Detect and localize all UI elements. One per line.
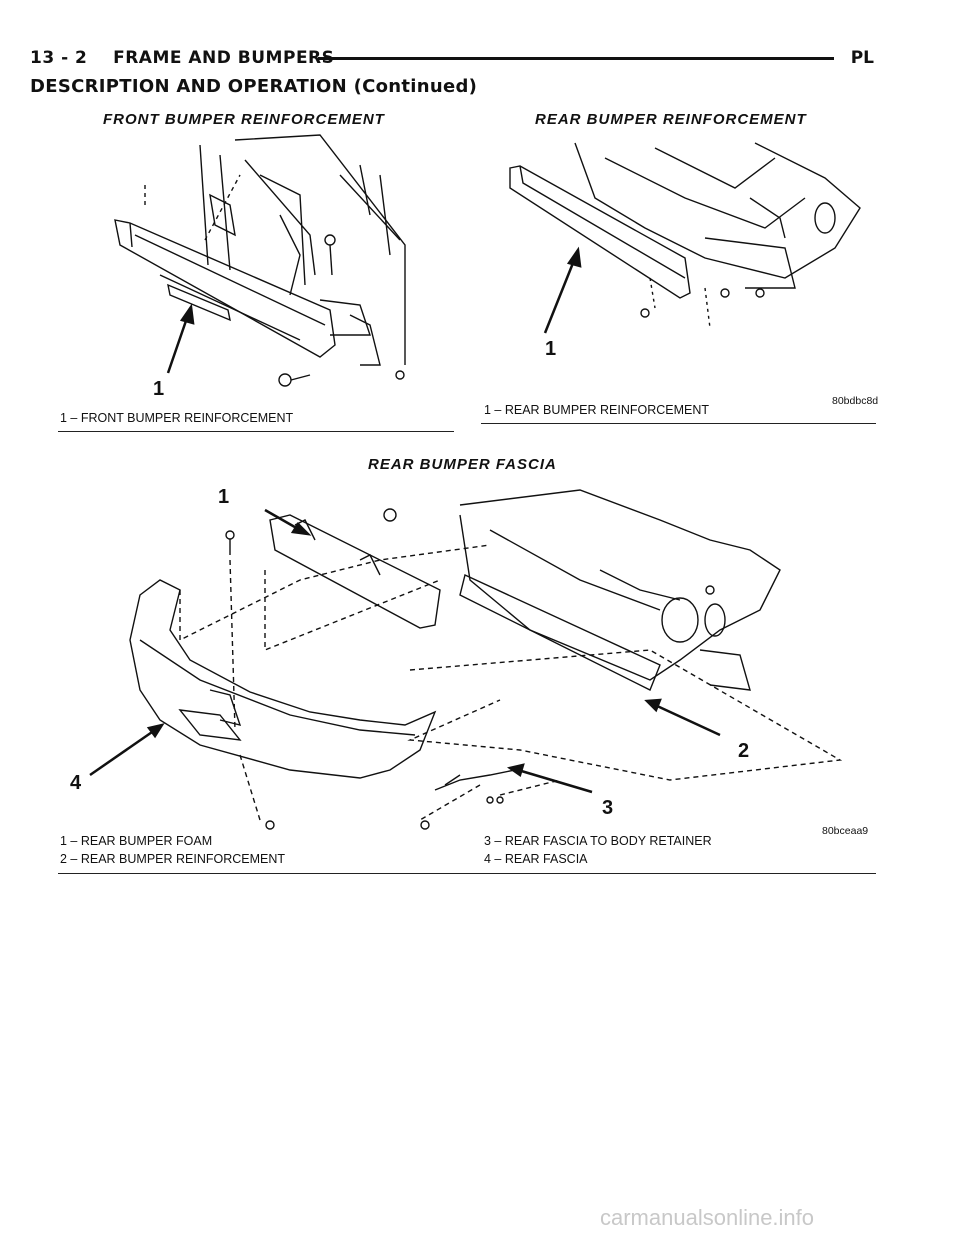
rear-figure-title: REAR BUMPER REINFORCEMENT xyxy=(535,111,807,128)
model-code: PL xyxy=(850,48,874,68)
fascia-legend-item-1: 1 – REAR BUMPER FOAM xyxy=(60,834,213,848)
fascia-callout-1: 1 xyxy=(218,486,230,508)
fascia-legend-item-4: 4 – REAR FASCIA xyxy=(484,852,588,866)
rear-legend-rule xyxy=(481,423,876,424)
rear-bumper-illustration xyxy=(509,142,861,334)
page-number-chapter: 13 - 2 FRAME AND BUMPERS xyxy=(30,48,334,68)
fascia-callout-3: 3 xyxy=(602,797,614,819)
watermark: carmanualsonline.info xyxy=(600,1205,815,1230)
rear-legend-item: 1 – REAR BUMPER REINFORCEMENT xyxy=(484,403,710,417)
rear-figure-code: 80bdbc8d xyxy=(832,395,879,407)
section-title: DESCRIPTION AND OPERATION (Continued) xyxy=(30,76,478,97)
fascia-legend-item-2: 2 – REAR BUMPER REINFORCEMENT xyxy=(60,852,286,866)
front-callout-1: 1 xyxy=(153,378,165,400)
front-bumper-illustration xyxy=(114,134,406,387)
front-legend-rule xyxy=(58,431,454,432)
chapter-title: FRAME AND BUMPERS xyxy=(113,48,335,68)
fascia-legend-item-3: 3 – REAR FASCIA TO BODY RETAINER xyxy=(484,834,712,848)
rear-fascia-illustration xyxy=(89,489,843,830)
rear-callout-1: 1 xyxy=(545,338,557,360)
fascia-figure-title: REAR BUMPER FASCIA xyxy=(368,456,557,473)
front-legend-item: 1 – FRONT BUMPER REINFORCEMENT xyxy=(60,411,294,425)
fascia-legend-rule xyxy=(58,873,876,874)
front-figure-title: FRONT BUMPER REINFORCEMENT xyxy=(103,111,385,128)
fascia-callout-2: 2 xyxy=(738,740,750,762)
fascia-figure-code: 80bceaa9 xyxy=(822,825,869,837)
page-number: 13 - 2 xyxy=(30,48,88,68)
fascia-callout-4: 4 xyxy=(70,772,82,794)
header-rule xyxy=(318,57,834,60)
